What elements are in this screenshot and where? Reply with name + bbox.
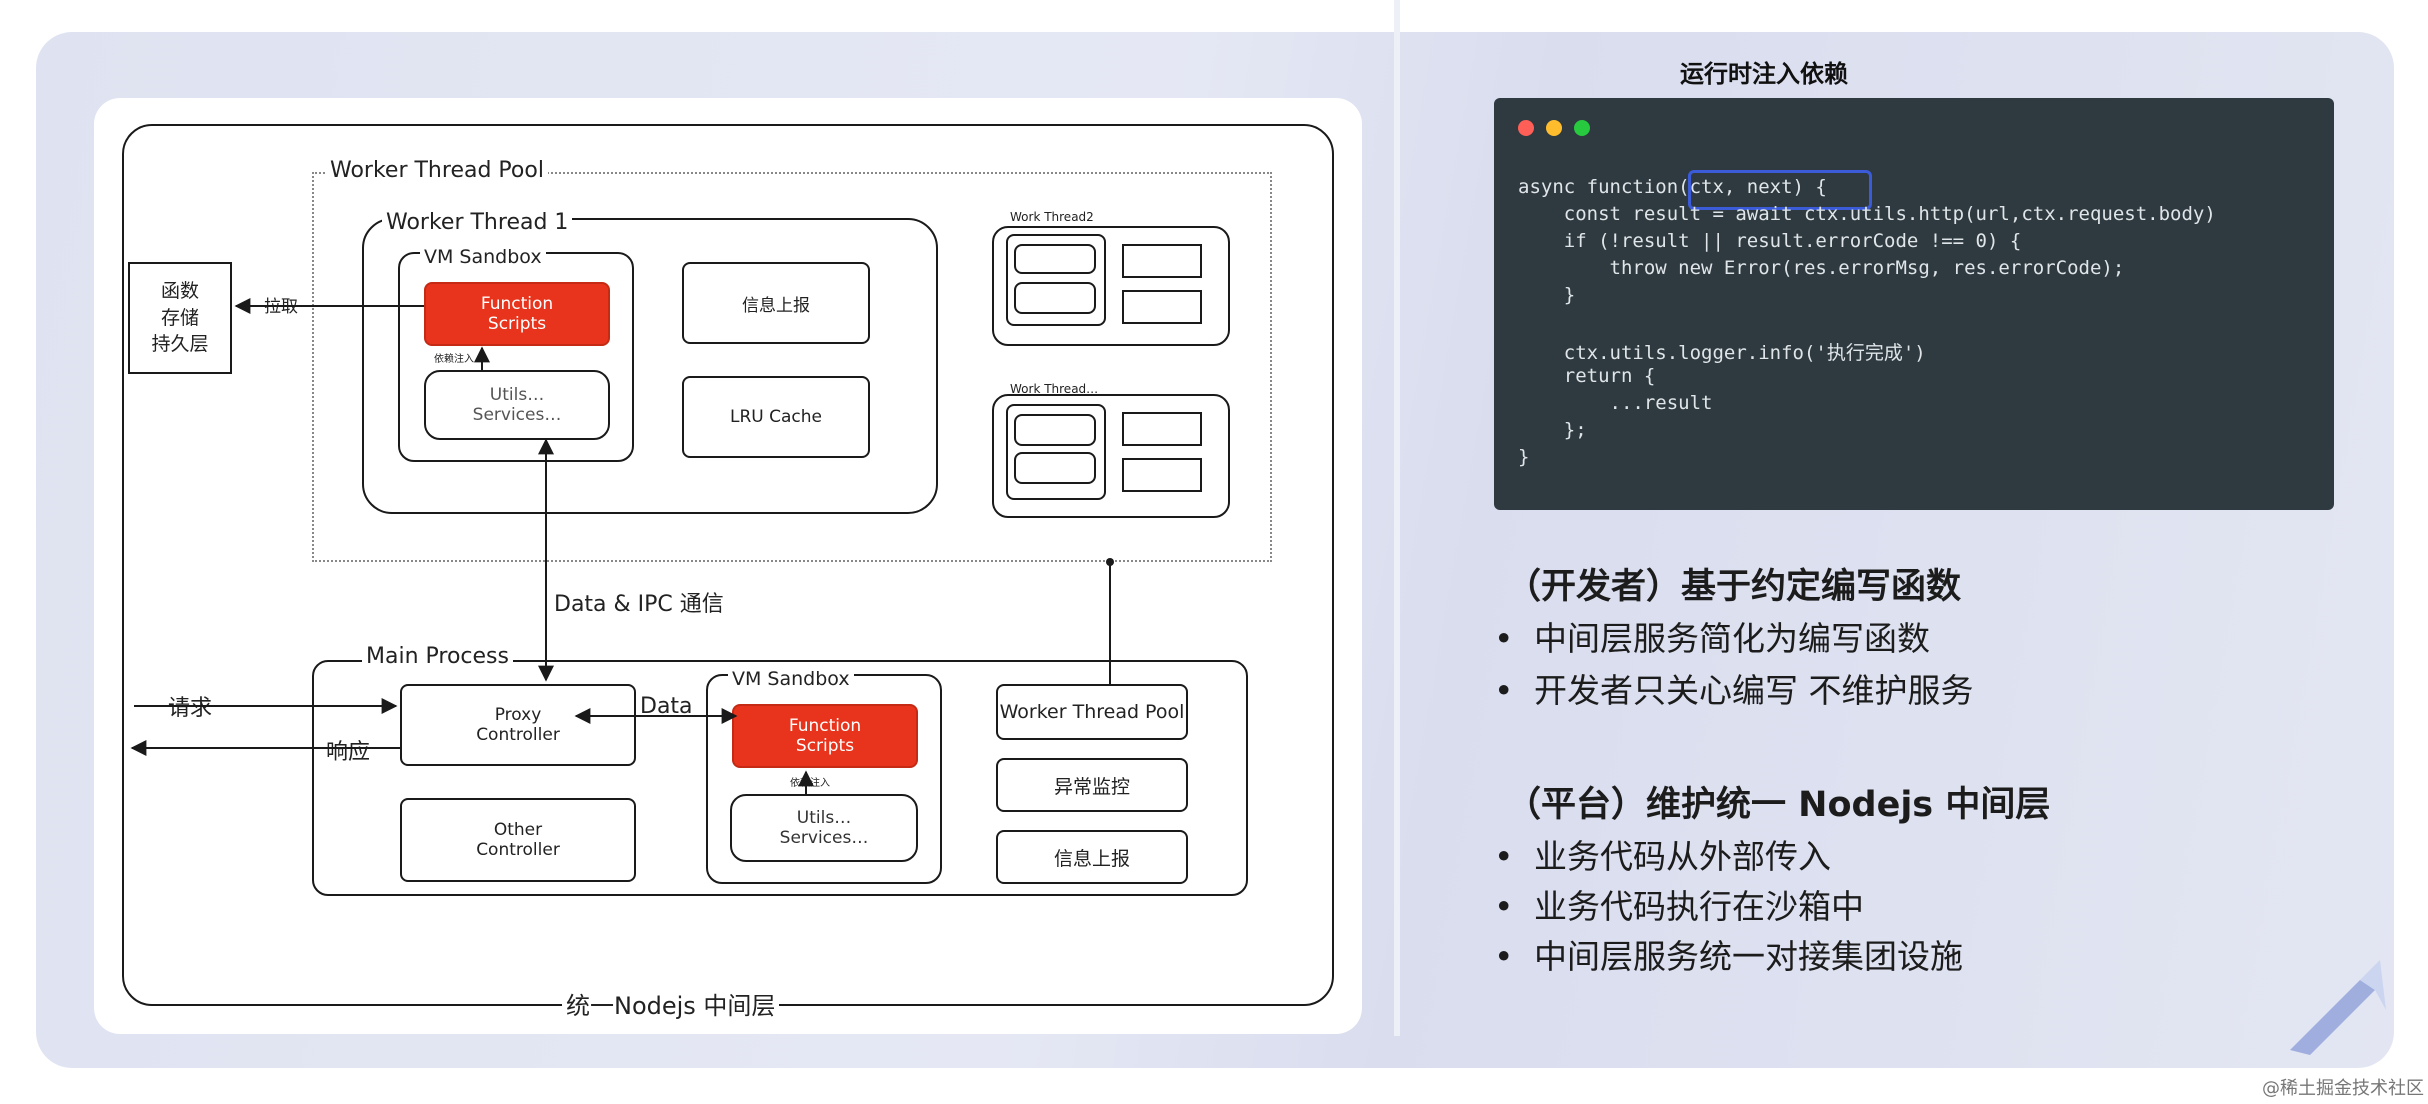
slide-divider <box>1394 0 1400 1036</box>
main-utils-services-box: Utils… Services… <box>730 794 918 862</box>
section2-item-text: 业务代码执行在沙箱中 <box>1534 887 1864 926</box>
close-dot-icon <box>1518 120 1534 136</box>
work-thread2-side-box <box>1122 244 1202 278</box>
request-label: 请求 <box>168 696 213 721</box>
work-thread-more-inner-box <box>1014 452 1096 484</box>
corner-decoration-icon <box>2290 960 2386 1055</box>
utils-services-box: Utils… Services… <box>424 370 610 440</box>
nodejs-layer-label: 统一Nodejs 中间层 <box>562 986 780 1021</box>
bullet-icon: • <box>1494 937 1514 976</box>
code-heading: 运行时注入依赖 <box>1680 60 1848 88</box>
code-line: } <box>1518 446 1530 468</box>
worker-thread-1-frame <box>362 218 938 514</box>
maximize-dot-icon <box>1574 120 1590 136</box>
section2-item: • 中间层服务统一对接集团设施 <box>1494 930 1963 978</box>
work-thread-more-inner-box <box>1014 414 1096 446</box>
code-line: ctx.utils.logger.info('执行完成') <box>1518 342 1926 364</box>
work-thread-more-side-box <box>1122 458 1202 492</box>
work-thread2-side-box <box>1122 290 1202 324</box>
code-line: throw new Error(res.errorMsg, res.errorC… <box>1518 257 2125 279</box>
code-line: return { <box>1518 365 1656 387</box>
lru-cache-box: LRU Cache <box>682 376 870 458</box>
response-label: 响应 <box>326 740 371 765</box>
worker-thread-pool-label: Worker Thread Pool <box>326 158 548 183</box>
minimize-dot-icon <box>1546 120 1562 136</box>
section2-item-text: 中间层服务统一对接集团设施 <box>1534 937 1963 976</box>
main-info-report-box: 信息上报 <box>996 830 1188 884</box>
bullet-icon: • <box>1494 619 1514 658</box>
main-worker-pool-box: Worker Thread Pool <box>996 684 1188 740</box>
info-report-box: 信息上报 <box>682 262 870 344</box>
section1-item: • 中间层服务简化为编写函数 <box>1494 612 1930 660</box>
main-function-scripts-box: Function Scripts <box>732 704 918 768</box>
work-thread2-label: Work Thread2 <box>1010 210 1094 224</box>
code-line: async function(ctx, next) { <box>1518 176 1827 198</box>
function-storage-box: 函数 存储 持久层 <box>128 262 232 374</box>
code-line: const result = await ctx.utils.http(url,… <box>1518 203 2216 225</box>
code-line: if (!result || result.errorCode !== 0) { <box>1518 230 2022 252</box>
code-line: ...result <box>1518 392 1713 414</box>
work-thread-more-label: Work Thread… <box>1010 382 1099 396</box>
exception-monitor-box: 异常监控 <box>996 758 1188 812</box>
code-window <box>1494 98 2334 510</box>
other-controller-box: Other Controller <box>400 798 636 882</box>
worker-thread-1-label: Worker Thread 1 <box>382 210 573 235</box>
params-highlight-box <box>1688 170 1872 210</box>
section1-item-text: 中间层服务简化为编写函数 <box>1534 619 1930 658</box>
data-ipc-label: Data & IPC 通信 <box>554 592 724 617</box>
section1-item-text: 开发者只关心编写 不维护服务 <box>1534 671 1974 710</box>
bullet-icon: • <box>1494 837 1514 876</box>
section2-item-text: 业务代码从外部传入 <box>1534 837 1831 876</box>
section2-item: • 业务代码从外部传入 <box>1494 830 1831 878</box>
proxy-controller-box: Proxy Controller <box>400 684 636 766</box>
bullet-icon: • <box>1494 671 1514 710</box>
dep-inject-label: 依赖注入 <box>434 354 474 365</box>
main-process-label: Main Process <box>362 644 513 669</box>
section2-title: （平台）维护统一 Nodejs 中间层 <box>1506 785 2051 825</box>
function-scripts-box: Function Scripts <box>424 282 610 346</box>
work-thread2-inner-box <box>1014 244 1096 274</box>
section1-title: （开发者）基于约定编写函数 <box>1506 567 1962 607</box>
worker-thread-pool-frame <box>312 172 1272 562</box>
section2-item: • 业务代码执行在沙箱中 <box>1494 880 1864 928</box>
code-line: } <box>1518 284 1576 306</box>
section1-item: • 开发者只关心编写 不维护服务 <box>1494 664 1974 712</box>
watermark: @稀土掘金技术社区 <box>2262 1078 2424 1099</box>
vm-sandbox-label: VM Sandbox <box>420 246 546 268</box>
main-vm-sandbox-label: VM Sandbox <box>728 668 854 690</box>
pool-link-dot <box>1106 558 1114 566</box>
work-thread-more-side-box <box>1122 412 1202 446</box>
bullet-icon: • <box>1494 887 1514 926</box>
work-thread2-inner-box <box>1014 282 1096 314</box>
code-line: }; <box>1518 419 1587 441</box>
